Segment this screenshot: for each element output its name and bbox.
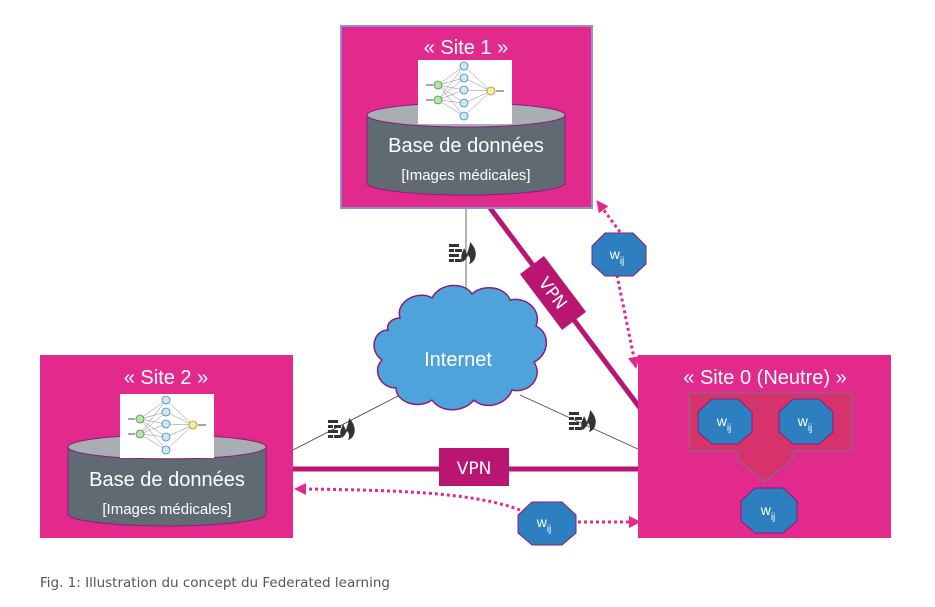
weight-node-transit: wij bbox=[591, 232, 647, 277]
internet-label: Internet bbox=[424, 349, 492, 371]
dotted-arrow-site1-site0 bbox=[615, 274, 640, 369]
vpn-badge-horizontal: VPN bbox=[439, 448, 509, 486]
site-2-box: « Site 2 » Base de données [Images médic… bbox=[40, 355, 293, 538]
svg-text:wij: wij bbox=[716, 413, 732, 434]
database-subtitle: [Images médicales] bbox=[401, 167, 530, 184]
weight-node: wij bbox=[778, 398, 834, 445]
aggregated-weight-node: wij bbox=[740, 487, 798, 534]
weight-node-transit: wij bbox=[517, 501, 577, 546]
svg-text:wij: wij bbox=[760, 502, 776, 523]
site-0-box: « Site 0 (Neutre) » wij wij wij bbox=[638, 355, 891, 538]
database-title: Base de données bbox=[89, 469, 245, 491]
svg-text:wij: wij bbox=[797, 413, 813, 434]
figure-caption: Fig. 1: Illustration du concept du Feder… bbox=[40, 575, 390, 591]
dotted-arrow-site2-site0 bbox=[294, 483, 521, 512]
link-site2-internet bbox=[292, 394, 401, 451]
database-subtitle: [Images médicales] bbox=[102, 501, 231, 518]
weight-node: wij bbox=[697, 398, 753, 445]
neural-network-icon bbox=[119, 393, 215, 459]
dotted-arrow-site1-site0 bbox=[596, 200, 622, 233]
site-0-title: « Site 0 (Neutre) » bbox=[683, 367, 846, 389]
internet-cloud: Internet bbox=[373, 284, 547, 411]
svg-text:VPN: VPN bbox=[457, 459, 492, 479]
svg-text:wij: wij bbox=[609, 246, 625, 267]
site-1-box: « Site 1 » Base de données [Images médic… bbox=[340, 25, 593, 209]
site-2-title: « Site 2 » bbox=[124, 367, 209, 389]
firewall-icon bbox=[449, 242, 476, 264]
svg-text:wij: wij bbox=[536, 514, 552, 535]
database-title: Base de données bbox=[388, 135, 544, 157]
neural-network-icon bbox=[417, 59, 513, 125]
link-site0-internet bbox=[519, 394, 641, 451]
site-1-title: « Site 1 » bbox=[424, 37, 509, 59]
firewall-icon bbox=[569, 410, 596, 432]
firewall-icon bbox=[328, 418, 355, 440]
